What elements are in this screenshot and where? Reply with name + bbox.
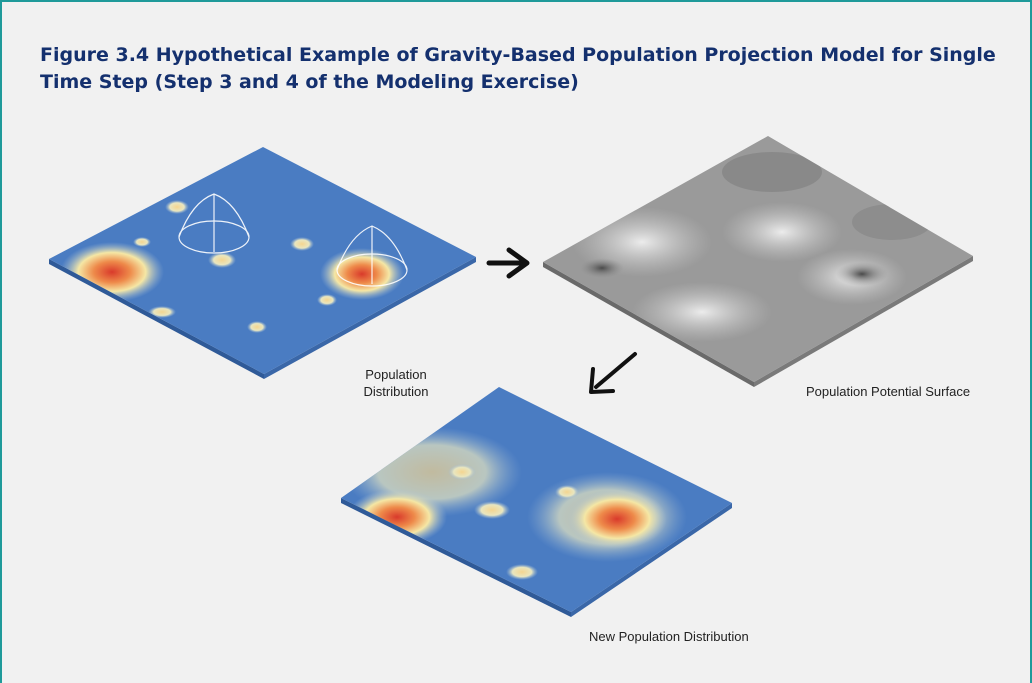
new-population-distribution-map <box>341 387 732 617</box>
population-distribution-caption: Population Distribution <box>346 366 446 400</box>
caption-line-1: Population <box>365 367 427 382</box>
arrow-right-icon <box>486 247 530 279</box>
gravity-cone-icon <box>178 193 250 254</box>
gravity-cone-icon <box>336 225 408 287</box>
arrow-down-left-icon <box>589 352 637 394</box>
population-potential-surface-caption: Population Potential Surface <box>806 384 971 399</box>
new-population-distribution-caption: New Population Distribution <box>589 629 749 644</box>
figure-title: Figure 3.4 Hypothetical Example of Gravi… <box>40 44 996 93</box>
population-potential-surface-map <box>543 136 973 387</box>
population-distribution-map <box>49 147 476 379</box>
caption-line-2: Distribution <box>363 384 429 399</box>
